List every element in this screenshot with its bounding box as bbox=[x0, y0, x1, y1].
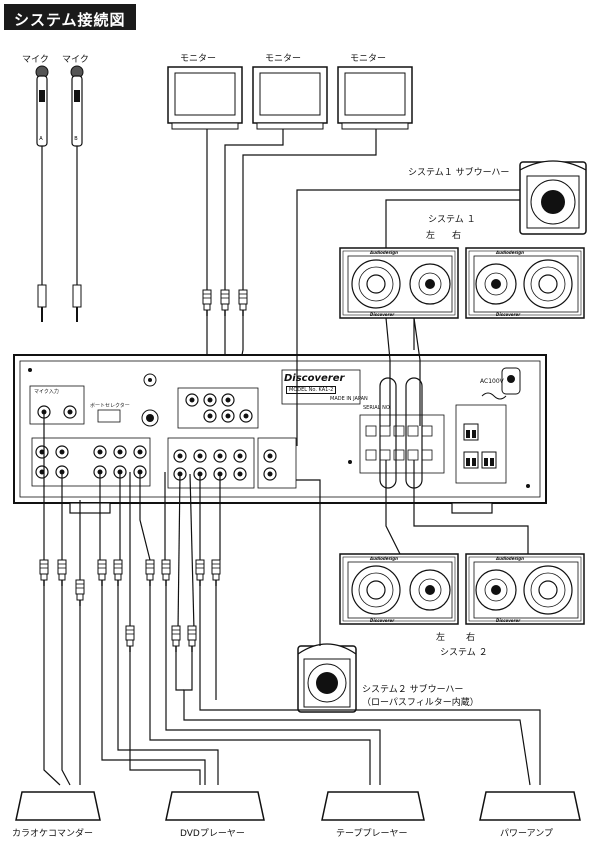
monitor-label-1: モニター bbox=[180, 54, 217, 64]
monitor-2 bbox=[252, 66, 328, 130]
power-amp-label: パワーアンプ bbox=[500, 829, 554, 839]
system2-subwoofer-note: （ローパスフィルター内蔵） bbox=[362, 698, 479, 708]
mic-label-left: マイク bbox=[22, 55, 49, 65]
system2-right-label: 右 bbox=[466, 633, 476, 643]
monitor-plugs bbox=[202, 289, 248, 317]
mic-input-label: マイク入力 bbox=[34, 389, 59, 395]
system1-right-label: 右 bbox=[452, 231, 462, 241]
page-title: システム接続図 bbox=[14, 11, 126, 29]
speaker-system2-right bbox=[465, 553, 585, 625]
speaker-system1-right bbox=[465, 247, 585, 319]
device-tape-player bbox=[321, 791, 425, 821]
amp-model: MODEL No. KA1-2 bbox=[286, 386, 337, 394]
speaker3-brand-top: Audiodesign bbox=[370, 556, 398, 561]
amp-brand: Discoverer bbox=[284, 373, 345, 384]
system1-subwoofer-label: システム１ サブウーハー bbox=[408, 168, 510, 178]
speaker4-brand-bottom: Discoverer bbox=[496, 618, 521, 623]
system1-left-label: 左 bbox=[426, 231, 436, 241]
speaker1-brand-top: Audiodesign bbox=[370, 250, 398, 255]
system2-left-label: 左 bbox=[436, 633, 446, 643]
system1-label: システム １ bbox=[428, 215, 476, 225]
speaker-system1-left bbox=[339, 247, 459, 319]
karaoke-commander-label: カラオケコマンダー bbox=[12, 829, 94, 839]
amp-made-in: MADE IN JAPAN bbox=[330, 396, 368, 402]
mic-right: B bbox=[70, 65, 84, 322]
mic-left: A bbox=[35, 65, 49, 322]
device-karaoke-commander bbox=[15, 791, 101, 821]
speaker2-brand-top: Audiodesign bbox=[496, 250, 524, 255]
svg-text:A: A bbox=[39, 136, 43, 142]
speaker2-brand-bottom: Discoverer bbox=[496, 312, 521, 317]
amplifier bbox=[13, 354, 547, 514]
speaker-wires bbox=[296, 189, 529, 646]
dvd-player-label: DVDプレーヤー bbox=[180, 829, 245, 839]
serial-label: SERIAL NO. bbox=[363, 405, 392, 411]
title-banner: システム接続図 bbox=[4, 4, 136, 30]
subwoofer-system2 bbox=[297, 643, 357, 713]
device-leads bbox=[43, 586, 541, 786]
system2-subwoofer-label: システム２ サブウーハー bbox=[362, 685, 464, 695]
mic-label-right: マイク bbox=[62, 55, 89, 65]
monitor-label-3: モニター bbox=[350, 54, 387, 64]
monitor-1 bbox=[167, 66, 243, 130]
svg-text:B: B bbox=[74, 136, 78, 142]
speaker3-brand-bottom: Discoverer bbox=[370, 618, 395, 623]
ac-label: AC100V bbox=[480, 378, 504, 385]
device-dvd-player bbox=[165, 791, 265, 821]
speaker4-brand-top: Audiodesign bbox=[496, 556, 524, 561]
speaker1-brand-bottom: Discoverer bbox=[370, 312, 395, 317]
monitor-cables bbox=[206, 129, 377, 292]
device-power-amp bbox=[479, 791, 581, 821]
input-cables bbox=[43, 412, 221, 631]
monitor-label-2: モニター bbox=[265, 54, 302, 64]
system2-label: システム ２ bbox=[440, 648, 488, 658]
tape-player-label: テーププレーヤー bbox=[336, 829, 408, 839]
speaker-system2-left bbox=[339, 553, 459, 625]
monitor-3 bbox=[337, 66, 413, 130]
subwoofer-system1 bbox=[519, 160, 587, 235]
selector-label: ボートセレクター bbox=[90, 403, 130, 409]
